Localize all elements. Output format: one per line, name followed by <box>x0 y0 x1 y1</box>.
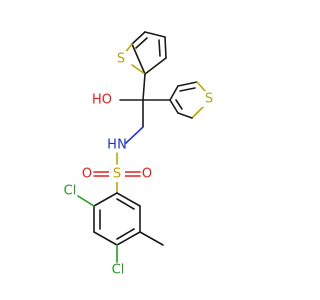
sulfonyl-group <box>93 152 141 194</box>
substituents <box>77 195 164 263</box>
benzene-ring <box>93 192 141 246</box>
molecule-svg: S S HO H N S O O Cl Cl <box>63 31 217 278</box>
sulfonyl-oxygen-left-label: O <box>82 167 92 182</box>
thiophene-3-yl-ring <box>169 81 207 119</box>
hydroxyl-label: HO <box>92 93 112 108</box>
thiophene-2-yl-ring <box>123 31 167 75</box>
structure-diagram: S S HO H N S O O Cl Cl <box>63 31 217 278</box>
amide-nitrogen-label: N <box>117 138 127 153</box>
thiophene-3-sulfur-label: S <box>205 92 213 107</box>
amide-hydrogen-label: H <box>107 138 117 153</box>
thiophene-2-sulfur-label: S <box>117 52 125 67</box>
chlorine-ortho-label: Cl <box>64 184 77 199</box>
central-carbon-bonds <box>119 73 171 144</box>
sulfonyl-oxygen-right-label: O <box>142 167 152 182</box>
chlorine-para-label: Cl <box>112 263 125 278</box>
atom-labels: S S HO H N S O O Cl Cl <box>64 51 217 278</box>
sulfonyl-sulfur-label: S <box>113 167 121 182</box>
